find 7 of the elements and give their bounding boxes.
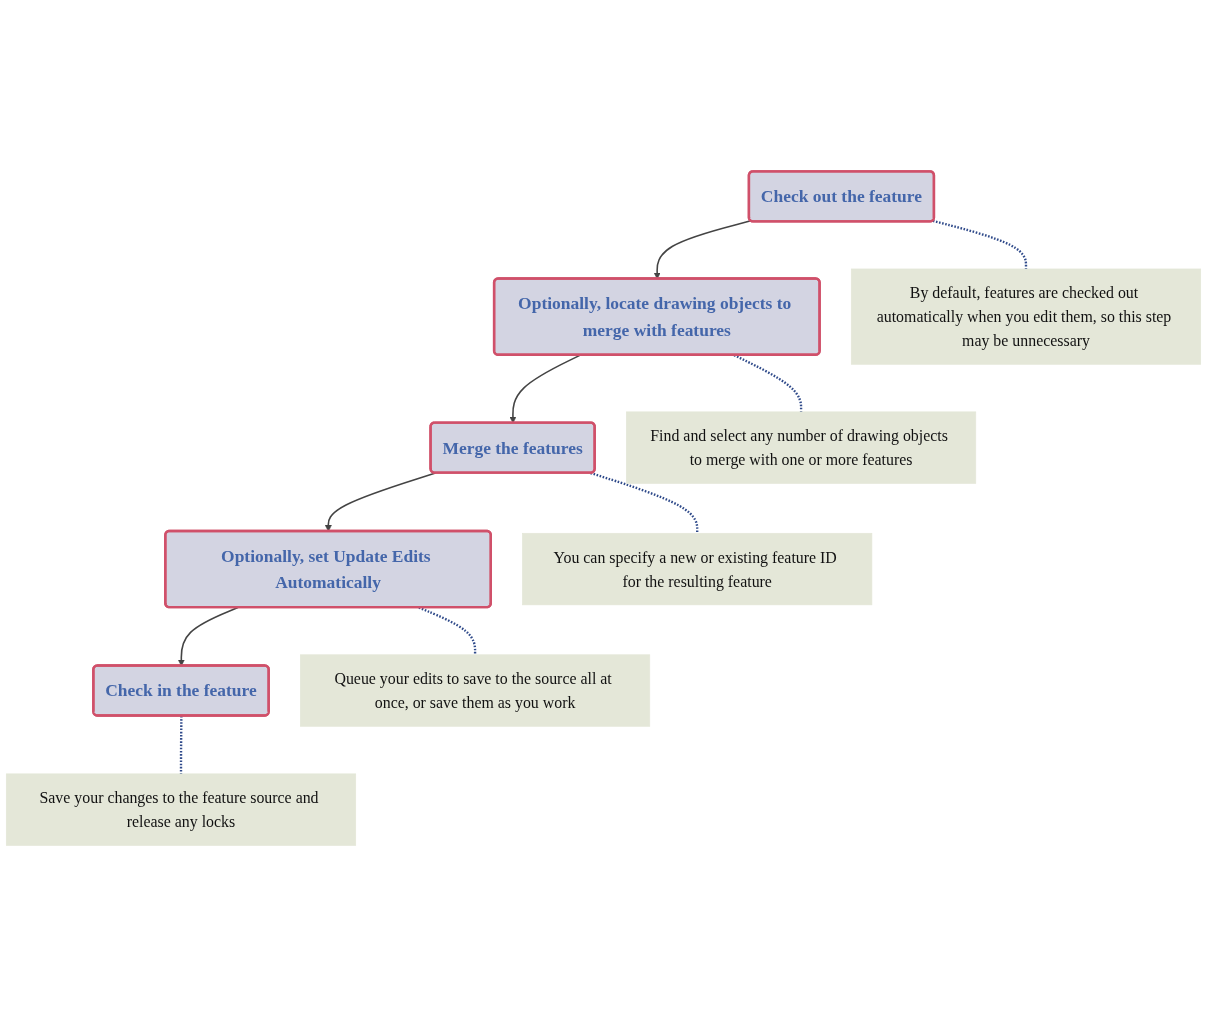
node-box: Find and select any number of drawing objects to merge with one or more features xyxy=(626,411,977,484)
node-box: You can specify a new or existing feature ID for the resulting feature xyxy=(522,533,873,606)
node-box: By default, features are checked out automatically when you edit them, so this step may be unnecessary xyxy=(850,268,1202,365)
node-box: Queue your edits to save to the source all at once, or save them as you work xyxy=(300,654,651,727)
connector xyxy=(179,716,183,775)
connector xyxy=(590,472,699,534)
node-box: Save your changes to the feature source and release any locks xyxy=(5,773,357,846)
